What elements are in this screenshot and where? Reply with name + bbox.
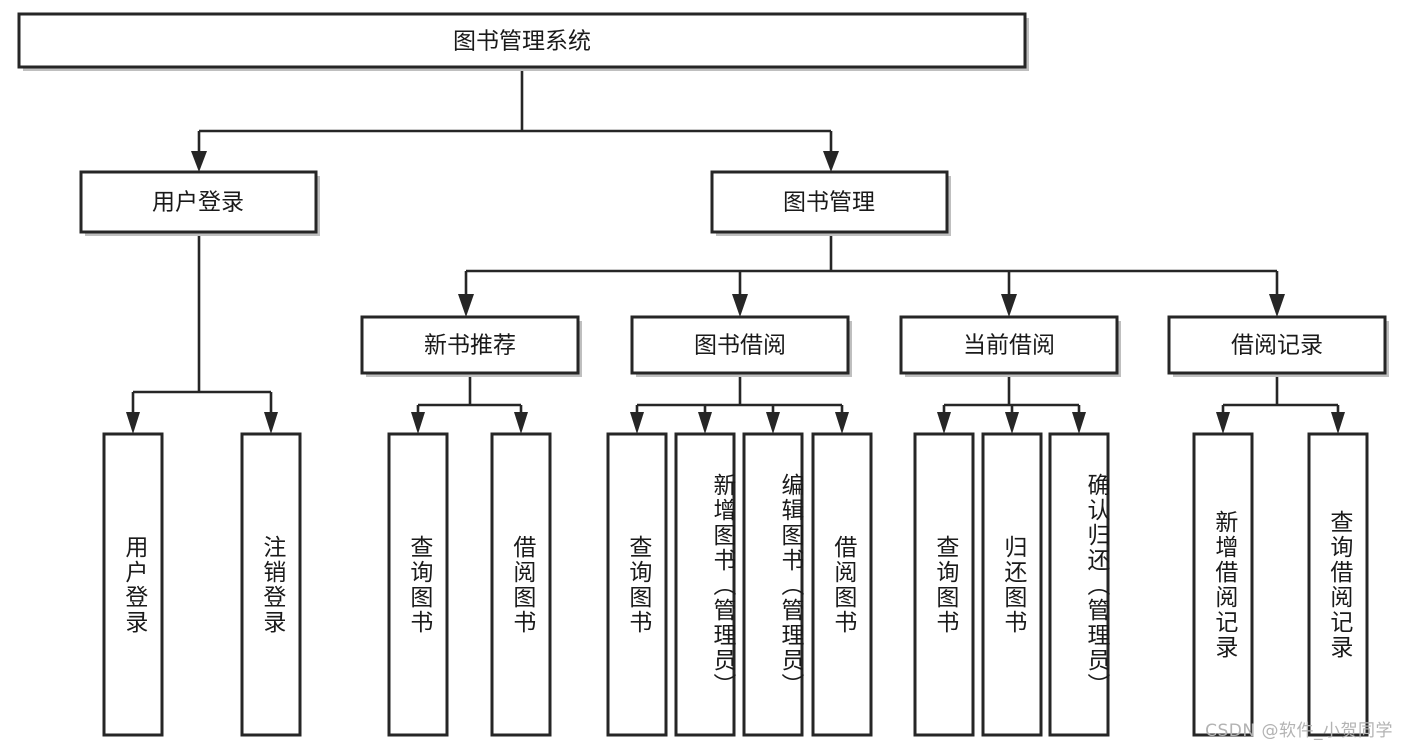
- user-login-node-label: 用户登录: [152, 190, 244, 216]
- borrow-record-node-box[interactable]: [1167, 315, 1387, 375]
- arrow-leaf-edit-book: [766, 412, 780, 434]
- arrow-leaf-query-book-1: [411, 412, 425, 434]
- book-manage-node-label: 图书管理: [783, 190, 875, 216]
- leaf-query-record-box[interactable]: [1307, 432, 1369, 737]
- borrow-record-node-label: 借阅记录: [1231, 333, 1323, 359]
- leaf-borrow-book-1-box[interactable]: [490, 432, 552, 737]
- arrow-book-borrow: [732, 294, 748, 317]
- leaf-query-book-3-box[interactable]: [913, 432, 975, 737]
- arrow-leaf-confirm-return: [1072, 412, 1086, 434]
- arrow-new-book-rec: [458, 294, 474, 317]
- leaf-edit-book-box[interactable]: [742, 432, 804, 737]
- book-manage-node-box[interactable]: [710, 170, 949, 234]
- leaf-confirm-return-box[interactable]: [1048, 432, 1110, 737]
- connector-layer: [126, 67, 1345, 434]
- arrow-leaf-borrow-book-2: [835, 412, 849, 434]
- leaf-borrow-book-2-box[interactable]: [811, 432, 873, 737]
- node-layer: 图书管理系统 用户登录 图书管理 新书推荐 图书借阅 当前借阅 借阅记录: [17, 12, 1389, 737]
- leaf-return-book-box[interactable]: [981, 432, 1043, 737]
- arrow-leaf-query-record: [1331, 412, 1345, 434]
- book-borrow-node-box[interactable]: [630, 315, 850, 375]
- user-login-node-box[interactable]: [79, 170, 318, 234]
- leaf-user-login-box[interactable]: [102, 432, 164, 737]
- leaf-query-book-2-box[interactable]: [606, 432, 668, 737]
- arrow-leaf-user-login: [126, 412, 140, 434]
- leaf-add-book-box[interactable]: [674, 432, 736, 737]
- current-borrow-node-label: 当前借阅: [963, 333, 1055, 359]
- arrow-leaf-query-book-2: [630, 412, 644, 434]
- leaf-query-book-1-box[interactable]: [387, 432, 449, 737]
- leaf-add-record-box[interactable]: [1192, 432, 1254, 737]
- arrow-leaf-query-book-3: [937, 412, 951, 434]
- root-node-label: 图书管理系统: [453, 29, 591, 55]
- new-book-rec-node-label: 新书推荐: [424, 333, 516, 359]
- new-book-rec-node-box[interactable]: [360, 315, 580, 375]
- book-borrow-node-label: 图书借阅: [694, 333, 786, 359]
- leaf-logout-box[interactable]: [240, 432, 302, 737]
- arrow-current-borrow: [1001, 294, 1017, 317]
- arrow-leaf-add-record: [1216, 412, 1230, 434]
- arrow-leaf-add-book: [698, 412, 712, 434]
- arrow-book-manage: [823, 151, 839, 172]
- current-borrow-node-box[interactable]: [899, 315, 1119, 375]
- arrow-leaf-logout: [264, 412, 278, 434]
- arrow-leaf-return-book: [1005, 412, 1019, 434]
- csdn-watermark: CSDN @软件_小贺同学: [1205, 721, 1393, 741]
- arrow-user-login: [191, 151, 207, 172]
- root-node-box[interactable]: [17, 12, 1027, 69]
- arrow-borrow-record: [1269, 294, 1285, 317]
- arrow-leaf-borrow-book-1: [514, 412, 528, 434]
